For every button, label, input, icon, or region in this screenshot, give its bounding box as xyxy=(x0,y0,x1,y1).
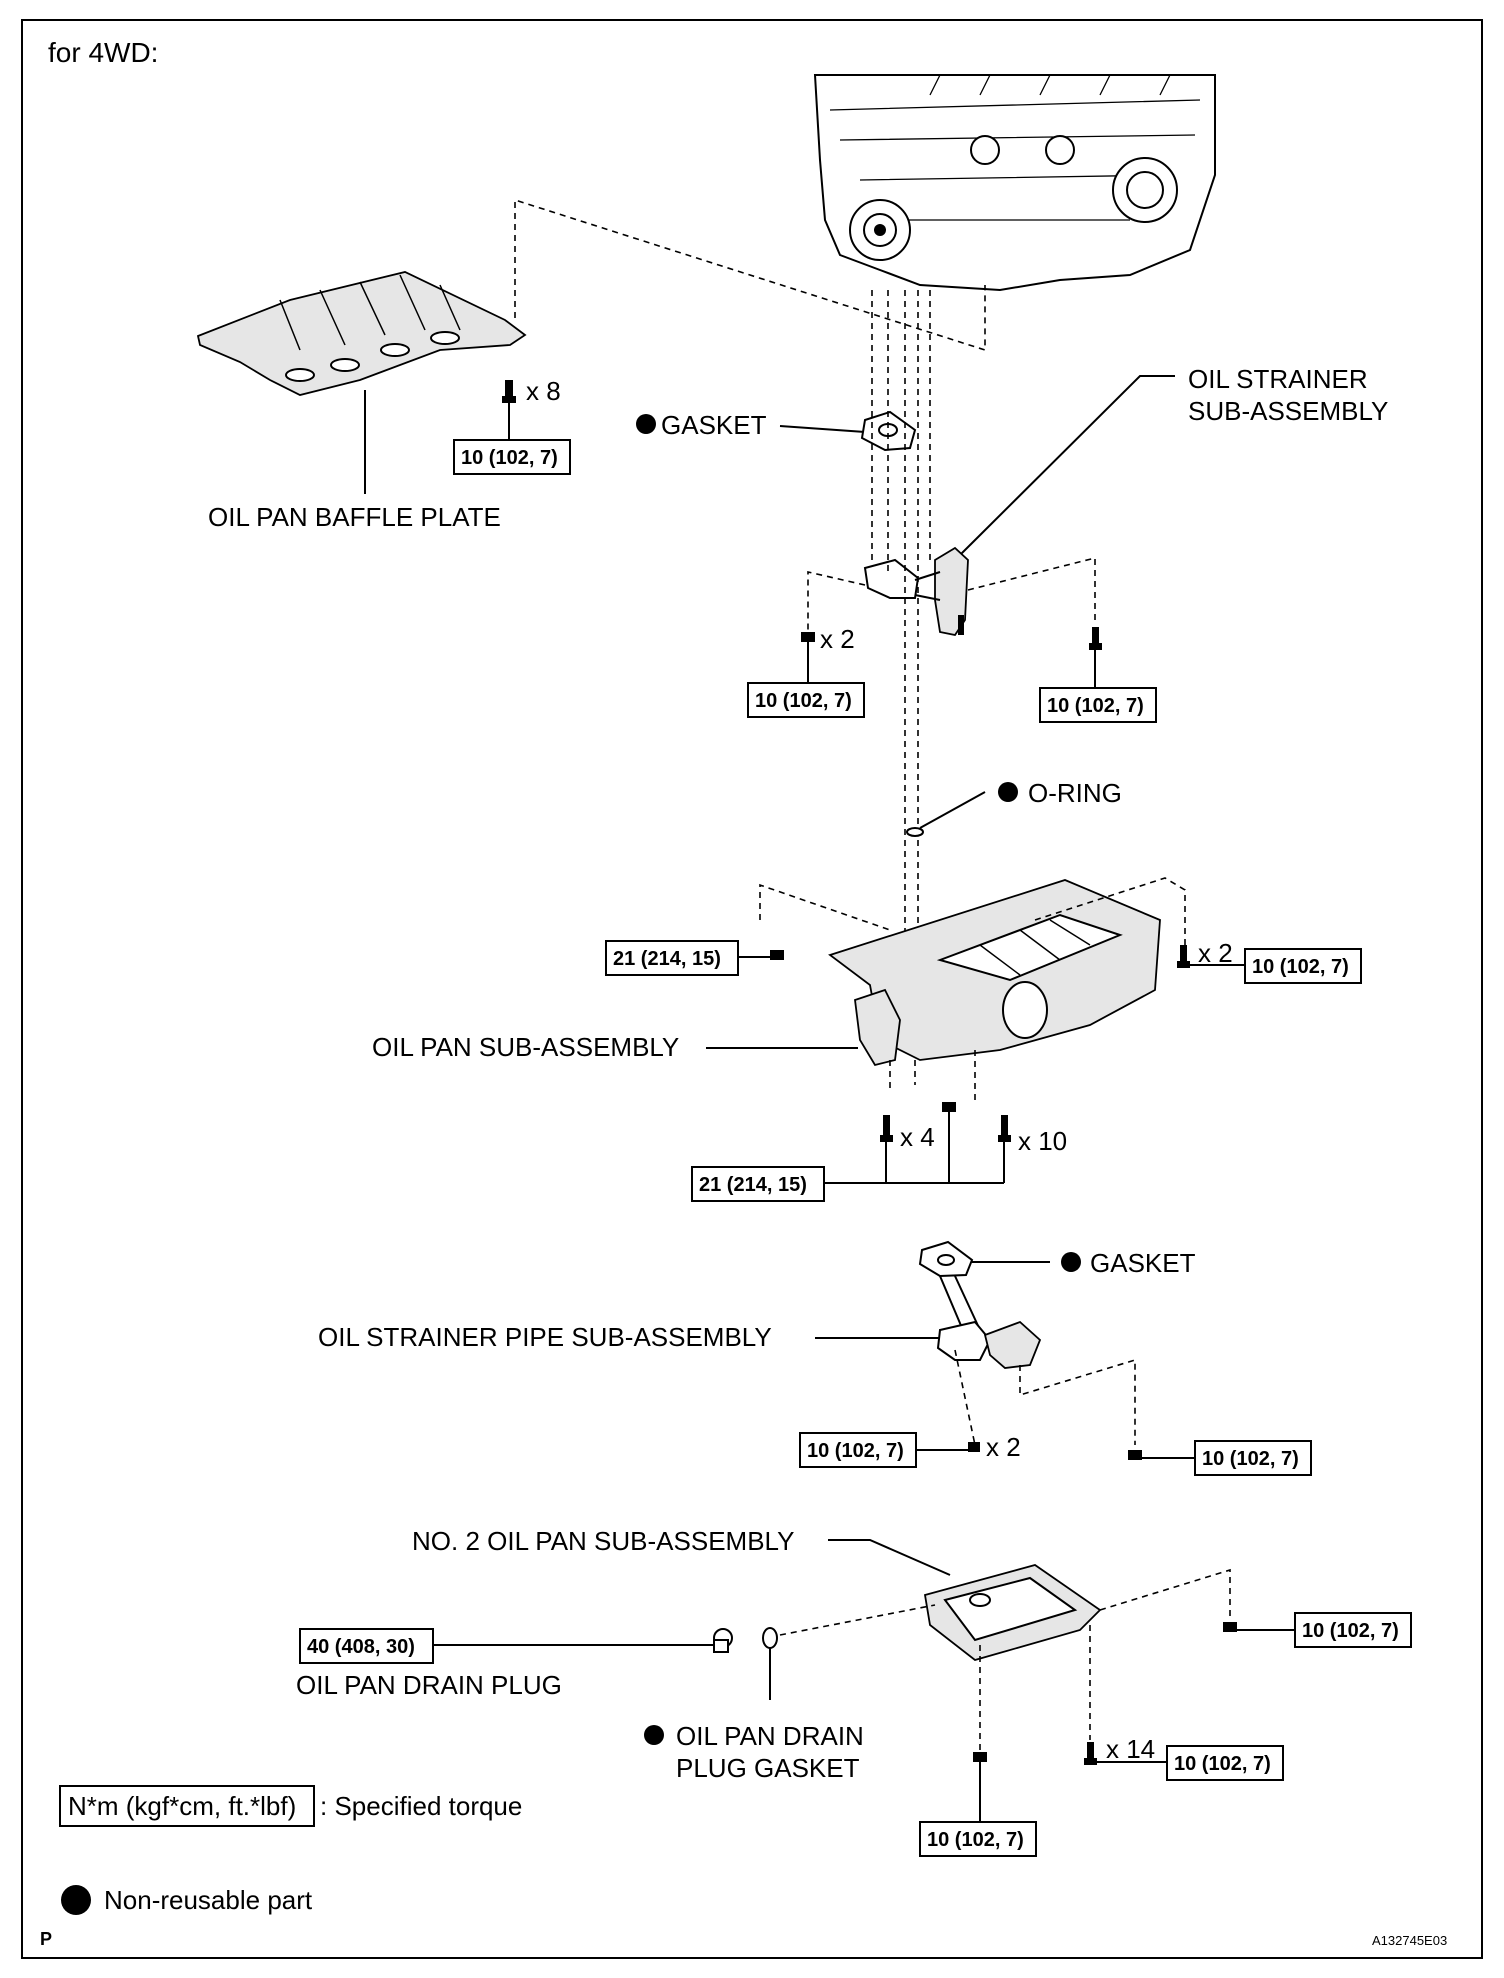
o-ring-leader xyxy=(919,791,986,829)
bolt-icon xyxy=(880,1115,893,1142)
legend-torque-desc: : Specified torque xyxy=(320,1791,522,1821)
engine-block-illustration xyxy=(813,74,1216,292)
label-o-ring: O-RING xyxy=(1028,778,1122,808)
nut-icon xyxy=(973,1752,987,1762)
torque-pan-left: 21 (214, 15) xyxy=(613,948,721,970)
non-reusable-dot-icon xyxy=(61,1885,91,1915)
non-reusable-dot-icon xyxy=(1061,1252,1081,1272)
qty-pipe: x 2 xyxy=(986,1432,1021,1462)
torque-box-no2-right-top xyxy=(1294,1612,1412,1648)
baffle-plate-illustration xyxy=(196,271,527,396)
torque-box-pan-bottom xyxy=(691,1166,825,1202)
torque-box-no2-right-bottom xyxy=(1166,1745,1284,1781)
torque-box-no2-bottom xyxy=(919,1821,1037,1857)
label-drain-gasket-2: PLUG GASKET xyxy=(676,1753,860,1783)
pan-dash-right xyxy=(1034,877,1186,945)
torque-pan-bottom: 21 (214, 15) xyxy=(699,1174,807,1196)
bolt-icon xyxy=(1177,945,1190,968)
qty-strainer: x 2 xyxy=(820,624,855,654)
nut-icon xyxy=(801,632,815,642)
gasket-upper-leader xyxy=(779,425,866,433)
qty-no2: x 14 xyxy=(1106,1734,1155,1764)
torque-drain-plug: 40 (408, 30) xyxy=(307,1636,415,1658)
nut-icon xyxy=(770,950,784,960)
pipe-dash-right xyxy=(1019,1358,1136,1445)
torque-no2-right-top: 10 (102, 7) xyxy=(1302,1620,1399,1642)
strainer-pipe-illustration xyxy=(936,1275,1042,1369)
oil-pan-illustration xyxy=(828,879,1161,1067)
qty-pan-bottom-b: x 10 xyxy=(1018,1126,1067,1156)
pan-dash-bottom xyxy=(889,1050,976,1100)
pan-bottom-torque-leader xyxy=(824,1112,1005,1184)
torque-box-pipe-left xyxy=(799,1432,917,1468)
drain-plug-illustration xyxy=(713,1628,733,1653)
page-mark: P xyxy=(40,1929,52,1949)
torque-no2-right-bottom: 10 (102, 7) xyxy=(1174,1753,1271,1775)
non-reusable-dot-icon xyxy=(998,782,1018,802)
drain-gasket-illustration xyxy=(762,1627,778,1649)
label-baffle-plate: OIL PAN BAFFLE PLATE xyxy=(208,502,501,532)
non-reusable-dot-icon xyxy=(636,414,656,434)
label-strainer-pipe: OIL STRAINER PIPE SUB-ASSEMBLY xyxy=(318,1322,772,1352)
lower-gasket-illustration xyxy=(918,1240,974,1278)
bolt-icon xyxy=(1084,1742,1097,1765)
non-reusable-dot-icon xyxy=(644,1725,664,1745)
label-drain-plug: OIL PAN DRAIN PLUG xyxy=(296,1670,562,1700)
label-gasket-lower: GASKET xyxy=(1090,1248,1196,1278)
torque-pan-right: 10 (102, 7) xyxy=(1252,956,1349,978)
nut-icon xyxy=(1223,1622,1237,1632)
qty-baffle: x 8 xyxy=(526,376,561,406)
torque-box-strainer-right xyxy=(1039,687,1157,723)
label-drain-gasket-1: OIL PAN DRAIN xyxy=(676,1721,864,1751)
pan-dash-left xyxy=(759,883,891,931)
baffle-dashed-connector xyxy=(514,198,986,352)
torque-box-pan-right xyxy=(1244,948,1362,984)
torque-baffle: 10 (102, 7) xyxy=(461,447,558,469)
torque-strainer-right: 10 (102, 7) xyxy=(1047,695,1144,717)
heading: for 4WD: xyxy=(48,37,158,68)
nut-icon xyxy=(942,1102,956,1112)
nut-icon xyxy=(1128,1450,1142,1460)
bolt-icon xyxy=(1089,627,1102,650)
oil-strainer-leader xyxy=(959,375,1175,556)
oil-strainer-illustration xyxy=(863,546,969,637)
legend-torque-box xyxy=(59,1785,315,1827)
bolt-icon xyxy=(998,1115,1011,1142)
no2-oil-pan-leader xyxy=(828,1539,951,1576)
torque-box-drain-plug xyxy=(299,1628,434,1664)
frame-border xyxy=(21,19,1483,1959)
strainer-dash-left xyxy=(807,570,866,630)
legend-torque-unit: N*m (kgf*cm, ft.*lbf) xyxy=(68,1791,296,1821)
o-ring-illustration xyxy=(906,827,924,837)
torque-pipe-right: 10 (102, 7) xyxy=(1202,1448,1299,1470)
no2-oil-pan-illustration xyxy=(923,1564,1102,1661)
torque-box-strainer-left xyxy=(747,682,865,718)
no2-dash-right xyxy=(1099,1568,1231,1620)
torque-no2-bottom: 10 (102, 7) xyxy=(927,1829,1024,1851)
torque-box-pipe-right xyxy=(1194,1440,1312,1476)
drain-dash xyxy=(779,1604,936,1636)
figure-code: A132745E03 xyxy=(1372,1933,1447,1948)
no2-dash-bottom xyxy=(979,1625,1091,1750)
label-gasket-upper: GASKET xyxy=(661,410,767,440)
torque-pipe-left: 10 (102, 7) xyxy=(807,1440,904,1462)
legend-non-reusable: Non-reusable part xyxy=(104,1885,313,1915)
torque-box-pan-left xyxy=(605,940,739,976)
strainer-dash-right xyxy=(967,556,1096,625)
torque-strainer-left: 10 (102, 7) xyxy=(755,690,852,712)
bolt-icon xyxy=(502,380,516,403)
torque-box-baffle xyxy=(453,439,571,475)
label-oil-strainer-1: OIL STRAINER xyxy=(1188,364,1368,394)
qty-pan-right: x 2 xyxy=(1198,938,1233,968)
pipe-dash-left xyxy=(954,1349,976,1446)
label-oil-strainer-2: SUB-ASSEMBLY xyxy=(1188,396,1388,426)
label-no2-oil-pan: NO. 2 OIL PAN SUB-ASSEMBLY xyxy=(412,1526,794,1556)
nut-icon xyxy=(968,1442,980,1452)
qty-pan-bottom-a: x 4 xyxy=(900,1122,935,1152)
label-oil-pan: OIL PAN SUB-ASSEMBLY xyxy=(372,1032,679,1062)
